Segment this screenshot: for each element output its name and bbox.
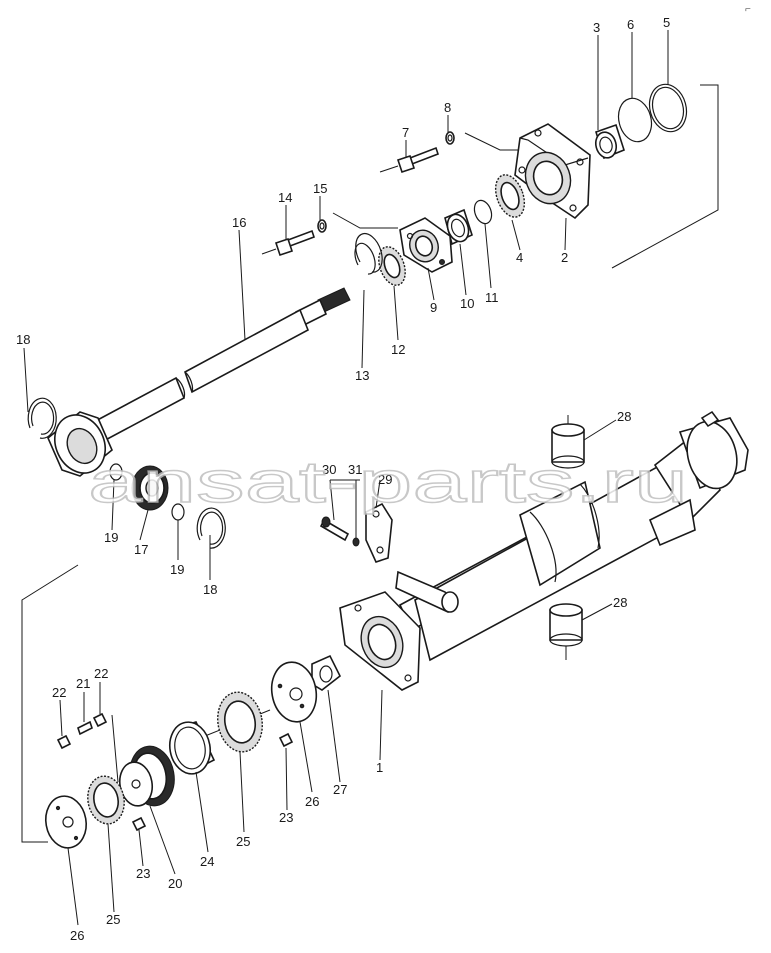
- callout-8: 8: [444, 100, 451, 115]
- callout-14: 14: [278, 190, 292, 205]
- callout-16: 16: [232, 215, 246, 230]
- callout-7: 7: [402, 125, 409, 140]
- part-wiper-seal-4: [494, 174, 526, 218]
- callout-12: 12: [391, 342, 405, 357]
- part-washer-15: [317, 219, 327, 233]
- callout-labels: 1 2 3 4 5 6 7 8 9 10 11 12 13 14 15 16 1…: [16, 15, 670, 943]
- part-cap-flange-9: [399, 217, 453, 273]
- part-piston-20: [118, 745, 175, 807]
- part-nut-22-right: [92, 712, 108, 728]
- part-nut-22-left: [56, 734, 72, 750]
- callout-22-right: 22: [94, 666, 108, 681]
- callout-27: 27: [333, 782, 347, 797]
- part-set-screw-23-upper: [278, 732, 294, 748]
- part-backup-ring-6: [617, 97, 653, 143]
- part-lever-29: [365, 502, 459, 613]
- part-piston-rod-16: [47, 287, 351, 477]
- part-screw-21: [77, 720, 93, 736]
- callout-6: 6: [627, 17, 634, 32]
- part-head-flange-2: [514, 123, 591, 220]
- callout-19-right: 19: [170, 562, 184, 577]
- callout-25-upper: 25: [236, 834, 250, 849]
- part-snap-ring-13: [354, 233, 383, 275]
- callout-25-lower: 25: [106, 912, 120, 927]
- callout-24: 24: [200, 854, 214, 869]
- part-piston-disc-26-upper: [270, 661, 318, 723]
- callout-22-left: 22: [52, 685, 66, 700]
- leader-lines: [23, 30, 669, 926]
- part-snap-ring-18-upper: [27, 397, 57, 439]
- part-bolt-7: [379, 146, 440, 174]
- callout-10: 10: [460, 296, 474, 311]
- watermark-text: ansat-parts.ru: [88, 450, 688, 515]
- part-snap-ring-18-lower: [196, 507, 226, 549]
- callout-18-upper: 18: [16, 332, 30, 347]
- part-side-boss: [678, 410, 749, 490]
- callout-15: 15: [313, 181, 327, 196]
- callout-11: 11: [485, 290, 499, 305]
- callout-26-lower: 26: [70, 928, 84, 943]
- part-bushing-3: [594, 123, 625, 160]
- callout-5: 5: [663, 15, 670, 30]
- part-piston-disc-26-lower: [44, 795, 88, 849]
- corner-mark: ⌐: [745, 4, 751, 15]
- part-wear-ring-24: [168, 721, 216, 775]
- part-piston-seal-25-upper: [217, 691, 263, 753]
- part-piston-seal-25-lower: [87, 775, 125, 825]
- callout-26-upper: 26: [305, 794, 319, 809]
- callout-21: 21: [76, 676, 90, 691]
- callout-18-lower: 18: [203, 582, 217, 597]
- callout-13: 13: [355, 368, 369, 383]
- part-pin-28-upper: [551, 415, 585, 469]
- callout-2: 2: [561, 250, 568, 265]
- callout-1: 1: [376, 760, 383, 775]
- part-washer-31: [352, 537, 360, 547]
- callout-9: 9: [430, 300, 437, 315]
- callout-19-left: 19: [104, 530, 118, 545]
- callout-23-upper: 23: [279, 810, 293, 825]
- part-bolt-30: [319, 516, 350, 542]
- callout-17: 17: [134, 542, 148, 557]
- part-pin-28-lower: [549, 603, 583, 660]
- part-seal-12: [378, 246, 406, 286]
- callout-28-upper: 28: [617, 409, 631, 424]
- callout-4: 4: [516, 250, 523, 265]
- part-o-ring-11: [473, 199, 493, 225]
- part-o-ring-19-left: [109, 463, 123, 481]
- part-o-ring-5: [648, 83, 688, 133]
- callout-31: 31: [348, 462, 362, 477]
- part-set-screw-23-lower: [131, 816, 147, 832]
- part-nut-27: [311, 654, 342, 691]
- callout-23-lower: 23: [136, 866, 150, 881]
- callout-20: 20: [168, 876, 182, 891]
- callout-3: 3: [593, 20, 600, 35]
- callout-30: 30: [322, 462, 336, 477]
- part-washer-8: [445, 131, 455, 145]
- callout-29: 29: [378, 472, 392, 487]
- part-bolt-14: [261, 229, 316, 257]
- part-spherical-bearing-17: [131, 465, 169, 511]
- callout-28-lower: 28: [613, 595, 627, 610]
